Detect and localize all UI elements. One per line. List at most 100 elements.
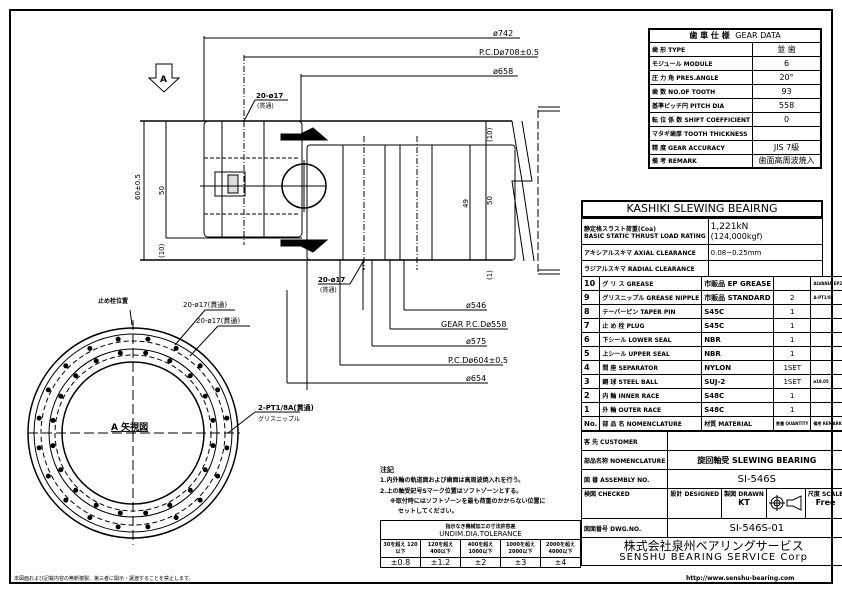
bolt-hole: [197, 497, 203, 503]
bolt-hole: [87, 515, 93, 521]
part-no: 6: [580, 332, 601, 347]
view-arrow-a: A: [147, 63, 181, 93]
part-name: テーパーピン TAPER PIN: [599, 304, 703, 319]
bolt-hole: [36, 445, 42, 451]
dim-inner-race-od: ø575: [466, 337, 486, 346]
part-material: 市販品 EP GREASE: [701, 276, 775, 291]
hole-note-top: 20-ø17 (貫通): [243, 92, 288, 122]
dim-bolt-pcd-outer: P.C.Dø708±0.5: [479, 48, 539, 57]
part-qty: 1SET: [773, 374, 812, 389]
bolt-hole: [187, 373, 193, 379]
thrust-value-kgf: (124,000kgf): [710, 232, 763, 241]
axial-clearance-label: アキシアルスキマ AXIAL CLEARANCE: [581, 244, 709, 261]
bolt-hole: [87, 345, 93, 351]
bolt-hole: [50, 443, 56, 449]
hole-note-bottom-text: 20-ø17: [318, 276, 345, 284]
part-no: 3: [580, 374, 601, 389]
tolerance-value: ±0.8: [380, 557, 421, 568]
gear-data-value: 6: [752, 55, 822, 71]
header-remark: 備考 REMARK: [810, 416, 842, 431]
dwg-no-value: SI-546S-01: [667, 518, 842, 538]
gear-data-label: 備 考 REMARK: [648, 153, 754, 169]
bolt-hole: [73, 373, 79, 379]
nomenclature-label: 部品名称 NOMENCLATURE: [580, 450, 669, 470]
tolerance-title-en: UNDIM.DIA.TOLERANCE: [439, 529, 522, 538]
part-material: 市販品 STANDARD: [701, 290, 775, 305]
gear-data-value: 20°: [752, 69, 822, 85]
assembly-label: 図 番 ASSEMBLY NO.: [580, 469, 669, 489]
gear-data-value: 歯面高周波焼入: [752, 153, 822, 169]
company-url[interactable]: http://www.senshu-bearing.com: [686, 575, 794, 582]
tolerance-value: ±4: [540, 557, 581, 568]
part-name: 下シール LOWER SEAL: [599, 332, 703, 347]
gear-data-label: 歯 数 NO.OF TOOTH: [648, 83, 754, 99]
note-line: セットしてください。: [398, 508, 458, 515]
gear-data-row: マタギ歯厚 TOOTH THICKNESS: [648, 125, 822, 141]
part-no: 1: [580, 402, 601, 417]
thrust-value-cell: 1,221kN(124,000kgf): [707, 218, 824, 245]
part-name: 内 輪 INNER RACE: [599, 388, 703, 403]
circle-holes-note-1: 20-ø17(貫通): [183, 300, 227, 309]
bolt-hole: [115, 336, 121, 342]
part-name: 間 座 SEPARATOR: [599, 360, 703, 375]
part-remark: ø19.05: [810, 374, 842, 389]
customer-value: [667, 431, 842, 451]
bolt-hole: [197, 363, 203, 369]
bearing-section-view: [140, 106, 560, 390]
bolt-hole: [143, 510, 149, 516]
dim-outer-diameter: ø742: [493, 29, 513, 38]
part-name: グ リ ス GREASE: [599, 276, 703, 291]
part-material: NYLON: [701, 360, 775, 375]
part-qty: 1: [773, 318, 812, 333]
thrust-label-en: BASIC STATIC THRUST LOAD RATING: [584, 232, 706, 240]
nipple-note-sub: グリスニップル: [258, 415, 300, 423]
part-name: グリスニップル GREASE NIPPLE: [599, 290, 703, 305]
part-name: 上シール UPPER SEAL: [599, 346, 703, 361]
dim-outer-height: 50: [158, 186, 166, 195]
part-no: 8: [580, 304, 601, 319]
gear-data-label: 精 度 GEAR ACCURACY: [648, 139, 754, 155]
hole-note-bottom: 20-ø17 (貫通): [318, 259, 365, 294]
part-remark: ALVANIA EP2: [810, 276, 842, 291]
part-material: NBR: [701, 332, 775, 347]
thrust-label-cell: 静定格スラスト荷重(Coa)BASIC STATIC THRUST LOAD R…: [581, 218, 709, 245]
gear-data-label: 歯 形 TYPE: [648, 41, 754, 57]
checked-label: 検図 CHECKED: [580, 488, 669, 519]
part-material: NBR: [701, 346, 775, 361]
dim-inner-race-top-od: ø654: [466, 374, 486, 383]
view-arrow-label: A: [160, 75, 167, 85]
drawn-value: KT: [738, 498, 750, 507]
header-no: No.: [580, 416, 601, 431]
part-qty: 1: [773, 402, 812, 417]
part-no: 2: [580, 388, 601, 403]
bolt-hole: [58, 467, 64, 473]
gear-data-value: JIS 7級: [752, 139, 822, 155]
view-a-circle: [27, 309, 300, 545]
scale-value: Free: [815, 498, 836, 507]
gear-data-label: 基準ピッチ円 PITCH DIA: [648, 97, 754, 113]
part-qty: 1: [773, 304, 812, 319]
dim-gap-top: (10): [486, 127, 494, 142]
bottom-dimensions: [287, 309, 508, 384]
gear-data-header: 歯 車 仕 様 GEAR DATA: [648, 28, 822, 43]
part-name: 鋼 球 STEEL BALL: [599, 374, 703, 389]
dim-inner-bore: ø546: [466, 301, 486, 310]
nomenclature-value: 旋回軸受 SLEWING BEARING: [667, 450, 842, 470]
dim-gap-inner: (1): [486, 270, 494, 280]
